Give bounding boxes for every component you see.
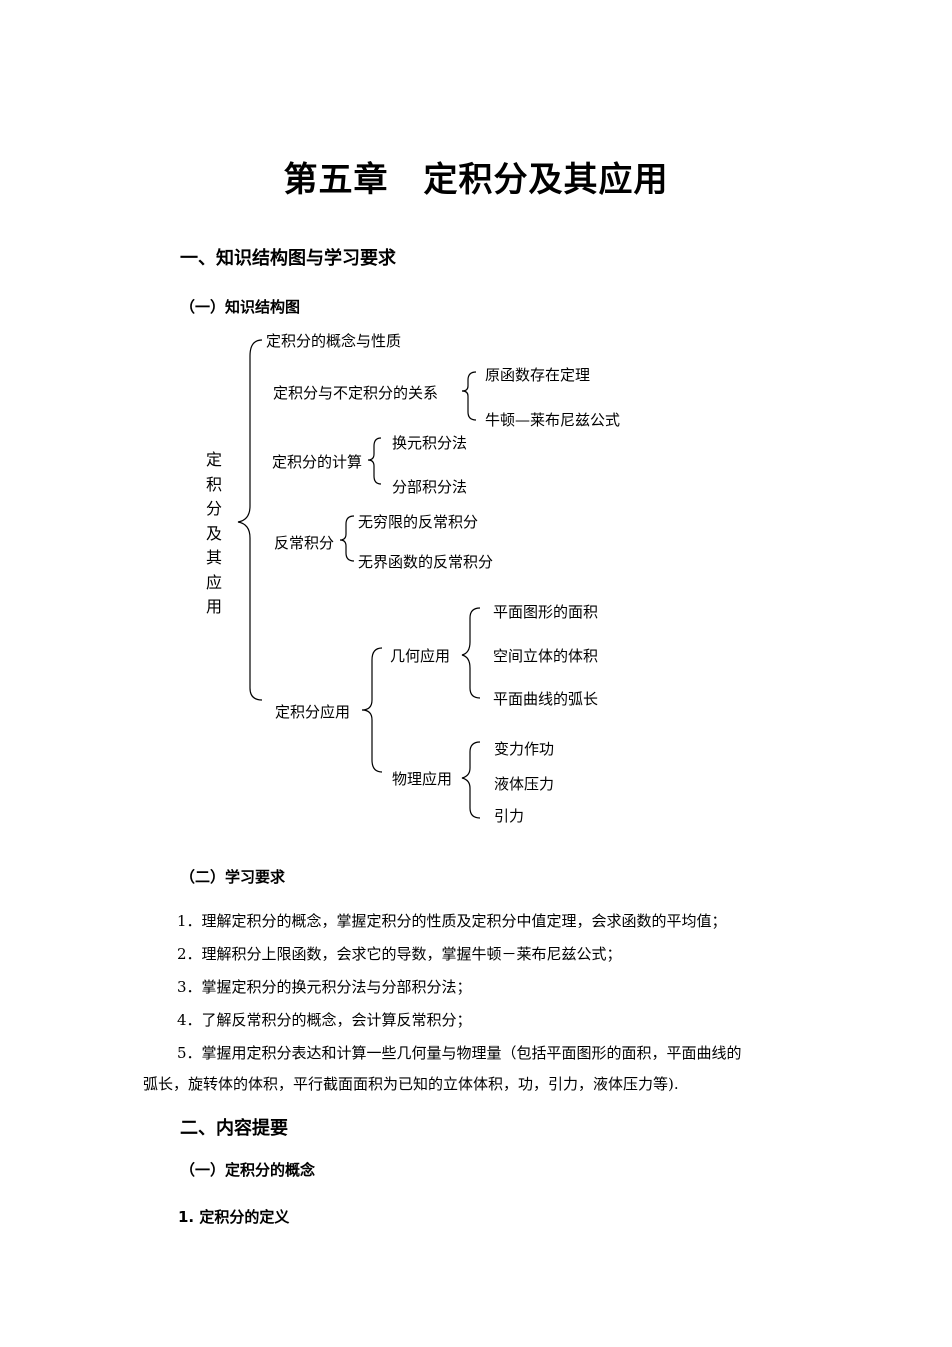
node-geometry-child-3: 平面曲线的弧长 (493, 690, 599, 708)
subheading-requirements: （二）学习要求 (180, 868, 286, 886)
physics-brace (461, 741, 481, 819)
subheading-structure-diagram: （一）知识结构图 (180, 298, 301, 316)
requirement-item-continued: 弧长，旋转体的体积，平行截面面积为已知的立体体积，功，引力，液体压力等). (143, 1075, 679, 1093)
node-relation-child-2: 牛顿—莱布尼兹公式 (485, 411, 621, 429)
section-heading-structure: 一、知识结构图与学习要求 (180, 248, 396, 269)
node-application: 定积分应用 (275, 703, 351, 721)
node-physics-child-2: 液体压力 (494, 775, 555, 793)
geometry-brace (461, 607, 481, 699)
requirement-item: 3．掌握定积分的换元积分法与分部积分法； (177, 978, 472, 996)
root-brace (237, 339, 263, 701)
node-calc-child-1: 换元积分法 (392, 434, 468, 452)
page-title: 第五章 定积分及其应用 (283, 160, 669, 200)
subheading-definite-integral-concept: （一）定积分的概念 (180, 1161, 316, 1179)
diagram-root-label: 定积分及其应用 (205, 450, 222, 616)
node-improper-child-2: 无界函数的反常积分 (358, 553, 494, 571)
section-heading-summary: 二、内容提要 (180, 1118, 288, 1139)
node-relation-child-1: 原函数存在定理 (485, 366, 591, 384)
node-calc-child-2: 分部积分法 (392, 478, 468, 496)
requirement-item: 4．了解反常积分的概念，会计算反常积分； (177, 1011, 472, 1029)
node-concept: 定积分的概念与性质 (266, 332, 402, 350)
node-improper: 反常积分 (274, 534, 335, 552)
node-physics-child-3: 引力 (494, 807, 525, 825)
requirement-item: 2．理解积分上限函数，会求它的导数，掌握牛顿－莱布尼兹公式； (177, 945, 622, 963)
improper-brace (339, 515, 355, 562)
relation-brace (461, 371, 477, 421)
requirement-item: 5．掌握用定积分表达和计算一些几何量与物理量（包括平面图形的面积，平面曲线的 (177, 1044, 742, 1062)
node-relation: 定积分与不定积分的关系 (273, 384, 439, 402)
node-geometry: 几何应用 (390, 647, 451, 665)
node-physics-child-1: 变力作功 (494, 740, 555, 758)
node-geometry-child-2: 空间立体的体积 (493, 647, 599, 665)
node-calc: 定积分的计算 (272, 453, 363, 471)
item-definition-heading: 1. 定积分的定义 (178, 1208, 290, 1226)
node-geometry-child-1: 平面图形的面积 (493, 603, 599, 621)
node-physics: 物理应用 (392, 770, 453, 788)
diagram-braces (237, 339, 481, 819)
application-brace (361, 647, 383, 773)
requirement-item: 1．理解定积分的概念，掌握定积分的性质及定积分中值定理，会求函数的平均值； (177, 912, 727, 930)
calc-brace (367, 437, 382, 485)
node-improper-child-1: 无穷限的反常积分 (358, 513, 479, 531)
